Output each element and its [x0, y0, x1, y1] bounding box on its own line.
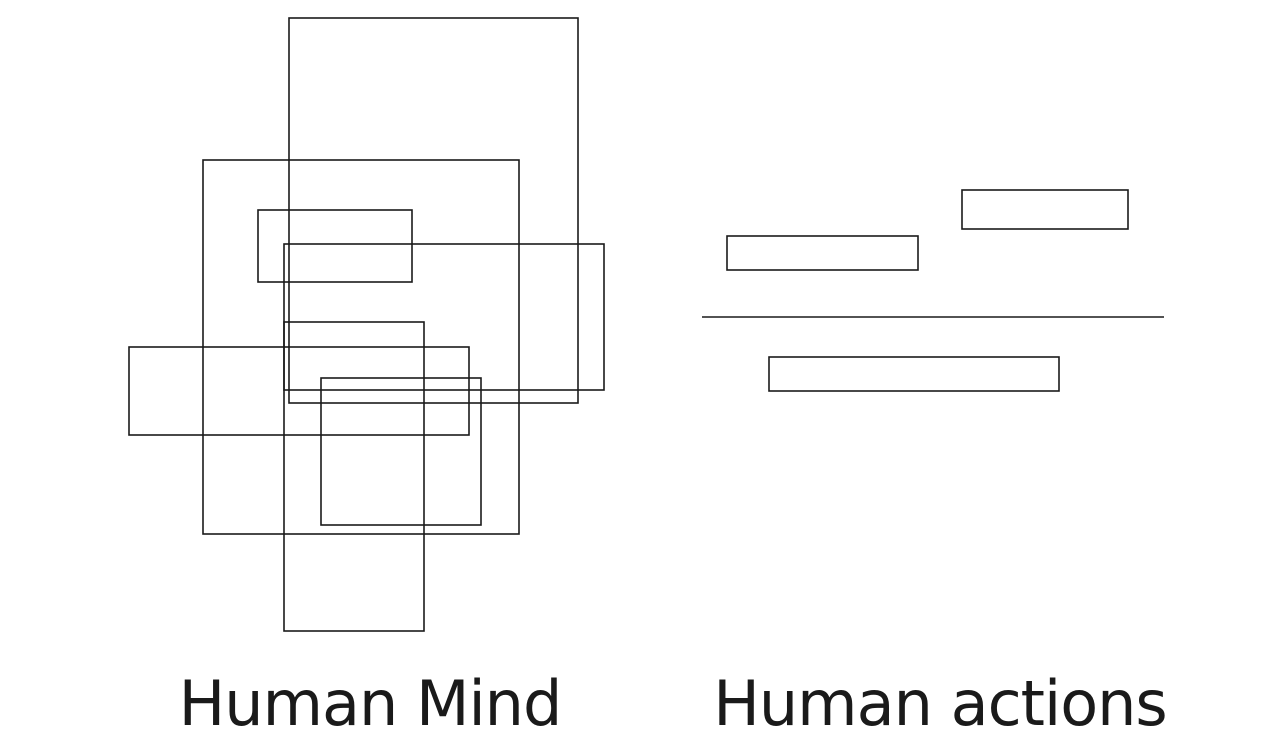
mind-rect-small-top: [257, 209, 413, 283]
caption-human-actions: Human actions: [713, 667, 1167, 740]
mind-rect-wide-left: [128, 346, 470, 436]
mind-rect-square: [320, 377, 482, 526]
caption-human-mind: Human Mind: [178, 667, 563, 740]
action-rect-upper-right: [961, 189, 1129, 230]
action-rect-upper-left: [726, 235, 919, 271]
human-actions-figure: [702, 189, 1164, 392]
mind-rect-wide-right: [283, 243, 605, 391]
human-mind-figure: [128, 17, 605, 632]
mind-rect-column: [283, 321, 425, 632]
action-rect-lower: [768, 356, 1060, 392]
